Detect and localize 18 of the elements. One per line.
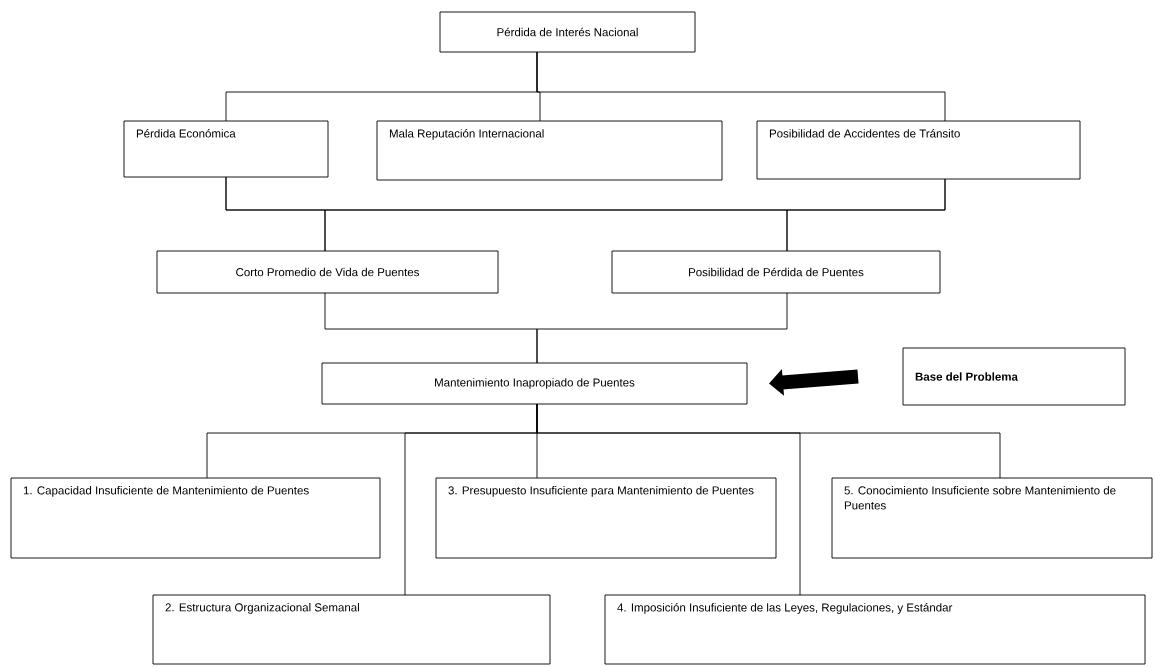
problem-box: 4. Imposición Insuficiente de las Leyes, Regulaciones, y Estándar <box>604 594 1146 665</box>
problem-box: Mala Reputación Internacional <box>376 120 723 181</box>
connector-line <box>536 403 1001 479</box>
problem-box: Posibilidad de Pérdida de Puentes <box>611 250 941 294</box>
problem-box: 1. Capacidad Insuficiente de Mantenimiento de Puentes <box>10 477 381 559</box>
problem-box: Posibilidad de Accidentes de Tránsito <box>756 120 1081 180</box>
problem-box: 3. Presupuesto Insuficiente para Mantenimiento de Puentes <box>435 477 777 559</box>
problem-box: 5. Conocimiento Insuficiente sobre Mantenimiento de Puentes <box>831 477 1153 559</box>
problem-box: Corto Promedio de Vida de Puentes <box>156 250 499 294</box>
connector-line <box>536 51 946 122</box>
problem-box: 2. Estructura Organizacional Semanal <box>152 594 551 665</box>
connector-line <box>786 178 946 252</box>
block-arrow <box>769 369 859 396</box>
problem-box: Pérdida de Interés Nacional <box>439 11 696 53</box>
connector-line <box>536 292 788 364</box>
problem-box: Pérdida Económica <box>123 120 329 178</box>
problem-box: Base del Problema <box>902 347 1126 406</box>
problem-box: Mantenimiento Inapropiado de Puentes <box>321 362 748 405</box>
